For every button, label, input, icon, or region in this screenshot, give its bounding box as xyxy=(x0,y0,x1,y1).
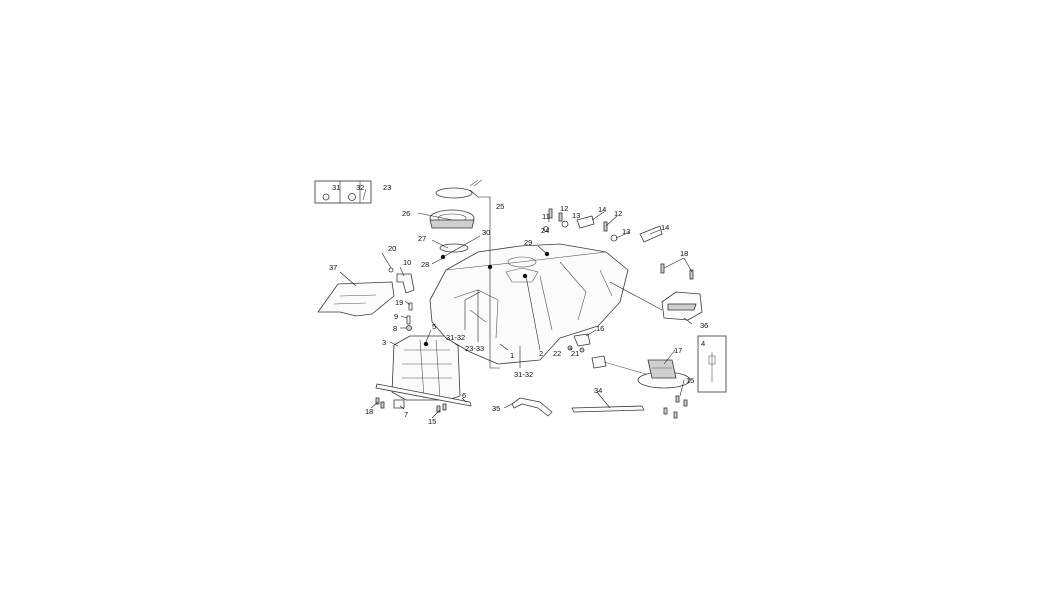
callout-14a: 14 xyxy=(598,205,606,214)
inset-box-31-32-23 xyxy=(314,180,372,204)
callout-36: 36 xyxy=(700,321,708,330)
part-15-screw-right-b xyxy=(683,399,688,407)
part-6-rail xyxy=(375,383,472,407)
callout-3: 3 xyxy=(382,338,386,347)
part-15-screw-right-a xyxy=(675,395,680,403)
callout-5: 5 xyxy=(432,322,436,331)
part-18-screw-left-b xyxy=(380,401,385,409)
part-37-mat xyxy=(317,281,395,317)
callout-31: 31 xyxy=(332,183,340,192)
callout-19: 19 xyxy=(395,298,403,307)
part-4-icon xyxy=(708,352,716,382)
part-13-nut xyxy=(561,220,569,228)
part-8-nut xyxy=(406,325,412,331)
callout-13a: 13 xyxy=(572,211,580,220)
callout-3132a: 31-32 xyxy=(446,333,465,342)
part-15-screw-right-d xyxy=(673,411,678,419)
callout-9: 9 xyxy=(394,312,398,321)
part-23-icon xyxy=(362,188,367,201)
callout-6: 6 xyxy=(462,391,466,400)
part-9-bolt xyxy=(406,315,411,325)
part-10-bracket xyxy=(396,273,415,294)
callout-15a: 15 xyxy=(686,376,694,385)
part-32-icon xyxy=(348,193,356,201)
part-15-screw-right-c xyxy=(663,407,668,415)
callout-26: 26 xyxy=(402,209,410,218)
callout-20: 20 xyxy=(388,244,396,253)
callout-28: 28 xyxy=(421,260,429,269)
part-25-fuel-cap-assembly xyxy=(429,179,483,229)
part-17-fuel-pump xyxy=(591,355,691,389)
part-18-bolt-a xyxy=(660,263,665,274)
part-34-pipe xyxy=(571,405,645,413)
callout-14b: 14 xyxy=(661,223,669,232)
part-1-fuel-tank xyxy=(429,243,629,365)
callout-15b: 15 xyxy=(428,417,436,426)
callout-35: 35 xyxy=(492,404,500,413)
part-14-bracket-left xyxy=(576,215,595,229)
callout-10: 10 xyxy=(403,258,411,267)
callout-37: 37 xyxy=(329,263,337,272)
part-18-screw-left xyxy=(375,397,380,405)
callout-24: 24 xyxy=(541,226,549,235)
inset-box-4 xyxy=(697,335,727,393)
callout-16: 16 xyxy=(596,324,604,333)
part-18-bolt-b xyxy=(689,269,694,280)
callout-3132b: 31-32 xyxy=(514,370,533,379)
part-7-clip xyxy=(393,399,405,409)
callout-17: 17 xyxy=(674,346,682,355)
callout-30: 30 xyxy=(482,228,490,237)
callout-4: 4 xyxy=(701,339,705,348)
callout-18a: 18 xyxy=(680,249,688,258)
part-13-nut-b xyxy=(610,234,618,242)
callout-2333: 23-33 xyxy=(465,344,484,353)
callout-12b: 12 xyxy=(614,209,622,218)
callout-29: 29 xyxy=(524,238,532,247)
callout-22: 22 xyxy=(553,349,561,358)
callout-11: 11 xyxy=(542,212,550,221)
part-35-hose xyxy=(511,397,553,417)
callout-21: 21 xyxy=(571,349,579,358)
part-12-bolt-b xyxy=(603,221,608,232)
part-3-lower-cover xyxy=(391,335,461,401)
callout-labels: 31 32 23 25 26 27 30 28 29 11 12 24 13 1… xyxy=(329,183,708,426)
callout-13b: 13 xyxy=(622,227,630,236)
leader-lines xyxy=(339,189,693,419)
part-20-screw xyxy=(388,267,394,273)
part-15-screw-left-b xyxy=(442,403,447,411)
part-19-bolt xyxy=(408,302,413,311)
callout-7: 7 xyxy=(404,410,408,419)
callout-27: 27 xyxy=(418,234,426,243)
part-12-bolt xyxy=(558,212,563,222)
callout-12a: 12 xyxy=(560,204,568,213)
part-24-washer xyxy=(543,226,549,232)
part-14-bracket-right xyxy=(639,225,663,243)
callout-32: 32 xyxy=(356,183,364,192)
callout-1: 1 xyxy=(510,351,514,360)
part-16-sensor xyxy=(573,333,591,347)
part-21-screw xyxy=(579,347,585,353)
callout-23: 23 xyxy=(383,183,391,192)
part-15-screw-left xyxy=(436,405,441,413)
callout-34: 34 xyxy=(594,386,602,395)
callout-2: 2 xyxy=(539,349,543,358)
part-27-gasket xyxy=(439,243,469,253)
callout-25: 25 xyxy=(496,202,504,211)
part-31-icon xyxy=(322,193,330,201)
callout-18b: 18 xyxy=(365,407,373,416)
callout-8: 8 xyxy=(393,324,397,333)
